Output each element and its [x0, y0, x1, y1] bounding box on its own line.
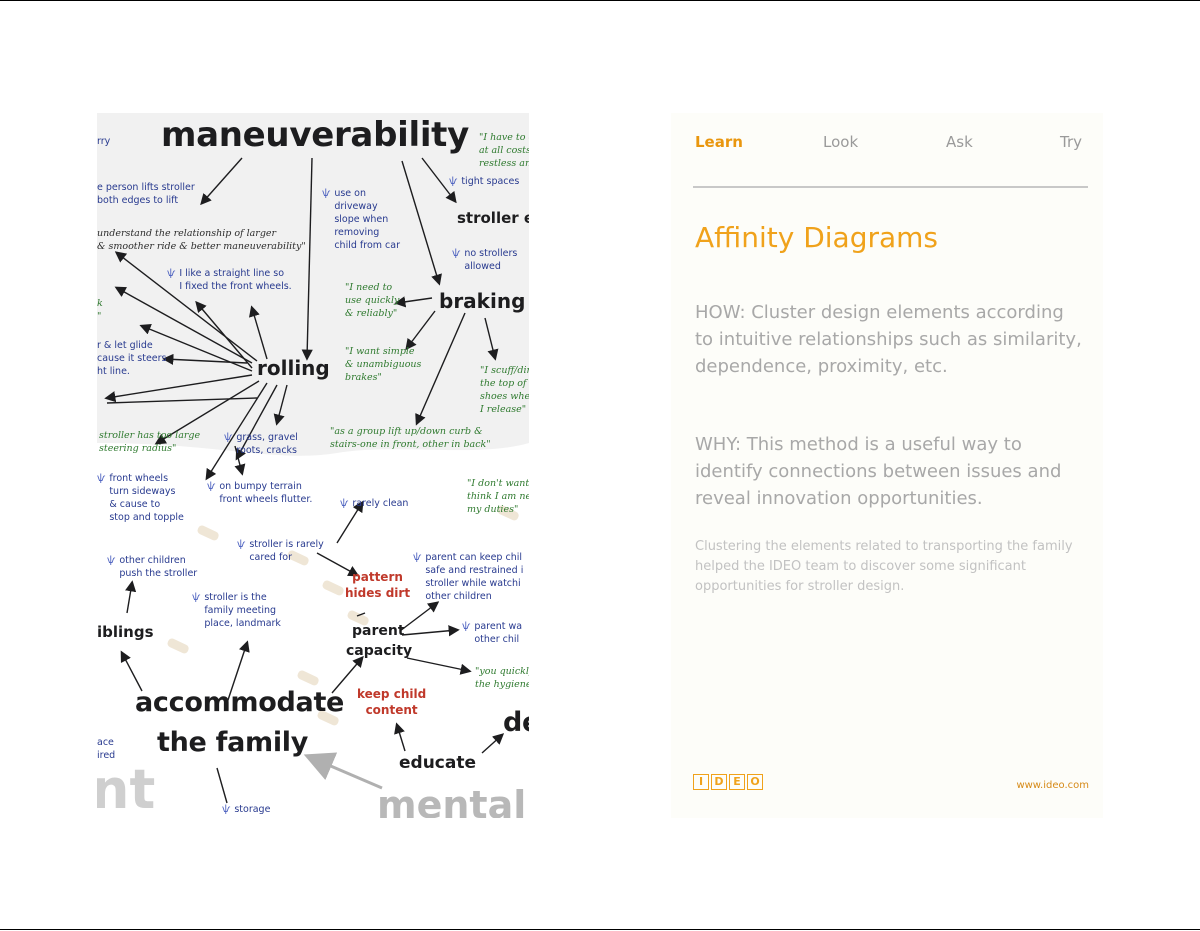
- method-card: Learn Look Ask Try Affinity Diagrams HOW…: [671, 113, 1103, 818]
- note-front-wheels: ѱ front wheels turn sideways & cause to …: [97, 472, 184, 524]
- node-de: de: [503, 707, 529, 738]
- quote-have-to: "I have to c at all costs restless and: [479, 132, 529, 169]
- stroller-note-icon: ѱ: [413, 552, 422, 563]
- node-maneuverability: maneuverability: [161, 115, 469, 155]
- quote-quickly: "you quickly the hygiene: [475, 666, 529, 690]
- stroller-note-icon: ѱ: [97, 473, 106, 484]
- why-paragraph: WHY: This method is a useful way to iden…: [695, 434, 1062, 509]
- note-parent-wa: ѱ parent wa other chil: [462, 620, 522, 646]
- node-braking: braking: [439, 289, 526, 313]
- note-rarely-clean: ѱ rarely clean: [340, 497, 408, 510]
- note-rarely-clean-text: rarely clean: [352, 498, 409, 509]
- top-border-line: [0, 0, 1200, 1]
- tab-ask[interactable]: Ask: [946, 133, 973, 151]
- node-siblings: iblings: [97, 623, 154, 641]
- note-rarely-cared: ѱ stroller is rarely cared for: [237, 538, 324, 564]
- node-keep-child-content: keep child content: [357, 686, 426, 718]
- note-rry: rry: [97, 136, 111, 147]
- tab-divider: [693, 186, 1088, 188]
- note-parent-wa-text: parent wa other chil: [474, 621, 523, 645]
- quote-understand: understand the relationship of larger & …: [97, 228, 306, 252]
- note-rarely-cared-text: stroller is rarely cared for: [249, 539, 324, 563]
- note-straight-line: ѱ I like a straight line so I fixed the …: [167, 267, 292, 293]
- quote-turning-radius: stroller has too large steering radius": [99, 430, 201, 454]
- stroller-note-icon: ѱ: [207, 481, 216, 492]
- note-no-strollers-text: no strollers allowed: [464, 248, 518, 272]
- note-let-glide: r & let glide cause it steers ht line.: [97, 340, 167, 377]
- logo-letter: E: [729, 774, 745, 790]
- note-grass-text: grass, gravel roots, cracks: [236, 432, 298, 456]
- stroller-note-icon: ѱ: [222, 804, 231, 815]
- note-bumpy: ѱ on bumpy terrain front wheels flutter.: [207, 480, 312, 506]
- note-no-strollers: ѱ no strollers allowed: [452, 247, 517, 273]
- ghost-letters-mental: mental: [377, 783, 527, 818]
- quote-dont-want: "I don't want think I am ne my duties": [467, 478, 529, 515]
- stroller-note-icon: ѱ: [237, 539, 246, 550]
- node-parent: parent: [352, 623, 405, 639]
- note-meeting-place: ѱ stroller is the family meeting place, …: [192, 591, 281, 630]
- example-paragraph: Clustering the elements related to trans…: [695, 539, 1073, 594]
- note-straight-line-text: I like a straight line so I fixed the fr…: [179, 268, 292, 292]
- note-person-lifts: e person lifts stroller both edges to li…: [97, 182, 195, 206]
- logo-letter: O: [747, 774, 763, 790]
- card-title: Affinity Diagrams: [695, 221, 939, 254]
- note-other-children-text: other children push the stroller: [119, 555, 198, 579]
- stroller-note-icon: ѱ: [107, 555, 116, 566]
- note-parent-keep: ѱ parent can keep chil safe and restrain…: [413, 551, 523, 603]
- note-other-children: ѱ other children push the stroller: [107, 554, 197, 580]
- logo-letter: I: [693, 774, 709, 790]
- quote-group-lift: "as a group lift up/down curb & stairs-o…: [330, 426, 491, 450]
- node-rolling: rolling: [257, 356, 330, 380]
- note-storage-text: storage: [234, 804, 271, 815]
- pattern-line: pattern: [352, 570, 403, 584]
- stroller-note-icon: ѱ: [192, 592, 201, 603]
- content-line: content: [365, 703, 418, 717]
- tab-try[interactable]: Try: [1060, 133, 1083, 151]
- logo-letter: D: [711, 774, 727, 790]
- quote-need-to: "I need to use quickly & reliably": [345, 282, 400, 319]
- stroller-note-icon: ѱ: [322, 188, 331, 199]
- quote-want-simple: "I want simple & unambiguous brakes": [345, 346, 422, 383]
- ghost-letters-nt: nt: [97, 758, 156, 818]
- ideo-logo: I D E O: [693, 774, 763, 790]
- stroller-note-icon: ѱ: [449, 176, 458, 187]
- stroller-note-icon: ѱ: [462, 621, 471, 632]
- quote-k: k ": [97, 298, 103, 322]
- note-tight-spaces: ѱ tight spaces: [449, 175, 519, 188]
- quote-scuff: "I scuff/dir the top of shoes when I rel…: [480, 365, 529, 415]
- note-parent-keep-text: parent can keep chil safe and restrained…: [425, 552, 524, 602]
- node-stroller-et: stroller et: [457, 209, 529, 227]
- node-pattern-hides-dirt: pattern hides dirt: [345, 569, 410, 601]
- note-grass: ѱ grass, gravel roots, cracks: [224, 431, 298, 457]
- stroller-note-icon: ѱ: [167, 268, 176, 279]
- keep-child-line: keep child: [357, 687, 427, 701]
- node-accommodate: accommodate: [135, 687, 345, 718]
- node-educate: educate: [399, 753, 477, 773]
- note-meeting-place-text: stroller is the family meeting place, la…: [204, 592, 281, 629]
- tab-learn[interactable]: Learn: [695, 133, 743, 151]
- website-url: www.ideo.com: [1016, 780, 1089, 791]
- note-front-wheels-text: front wheels turn sideways & cause to st…: [109, 473, 184, 523]
- affinity-diagram-card: nt mental maneuverability rolling brakin…: [97, 113, 529, 818]
- note-storage: ѱ storage: [222, 803, 270, 816]
- tab-look[interactable]: Look: [823, 133, 859, 151]
- node-the-family: the family: [157, 727, 309, 758]
- note-bumpy-text: on bumpy terrain front wheels flutter.: [219, 481, 313, 505]
- note-ace-ired: ace ired: [97, 737, 116, 761]
- diagram-background: [97, 113, 529, 804]
- note-tight-spaces-text: tight spaces: [461, 176, 520, 187]
- how-paragraph: HOW: Cluster design elements according t…: [695, 302, 1082, 377]
- hides-dirt-line: hides dirt: [345, 586, 411, 600]
- note-driveway-text: use on driveway slope when removing chil…: [334, 188, 400, 251]
- stroller-note-icon: ѱ: [452, 248, 461, 259]
- note-driveway: ѱ use on driveway slope when removing ch…: [322, 187, 400, 252]
- node-capacity: capacity: [346, 643, 413, 659]
- stroller-note-icon: ѱ: [340, 498, 349, 509]
- bottom-border-line: [0, 929, 1200, 930]
- stroller-note-icon: ѱ: [224, 432, 233, 443]
